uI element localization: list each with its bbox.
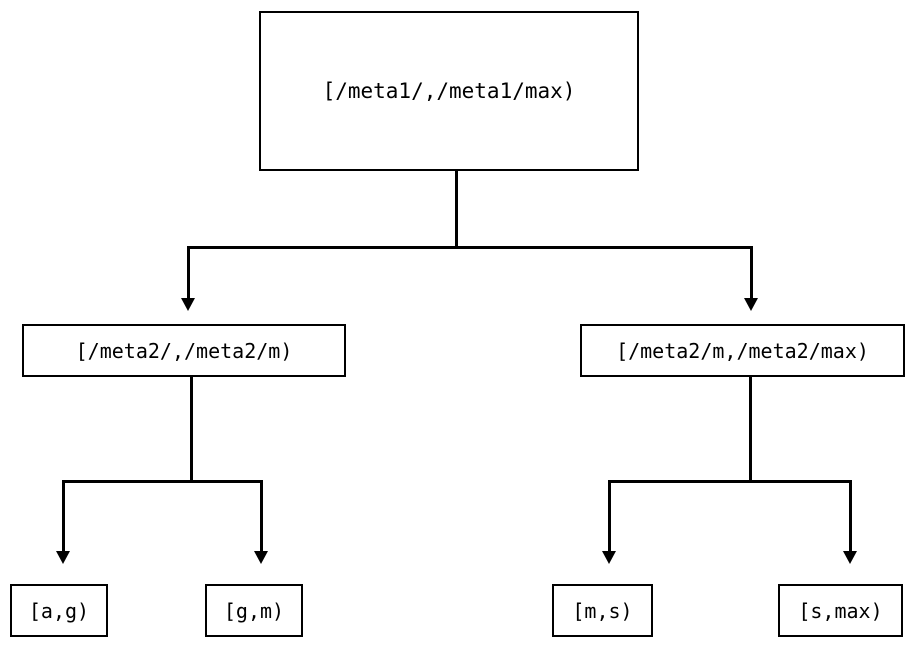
arrowhead-down-icon [181,298,195,311]
arrowhead-down-icon [744,298,758,311]
arrowhead-down-icon [602,551,616,564]
edge-mid-left-to-leaf-gm [260,480,263,552]
edge-mid-left-to-leaf-ag [62,480,65,552]
edge-root-stem [455,170,458,249]
arrowhead-down-icon [254,551,268,564]
node-mid-left[interactable]: [/meta2/,/meta2/m) [22,324,346,377]
node-mid-right[interactable]: [/meta2/m,/meta2/max) [580,324,905,377]
node-leaf-gm-label: [g,m) [223,598,285,623]
edge-mid-right-stem [749,377,752,482]
node-root[interactable]: [/meta1/,/meta1/max) [259,11,639,171]
node-mid-right-label: [/meta2/m,/meta2/max) [616,338,869,363]
arrowhead-down-icon [56,551,70,564]
node-root-label: [/meta1/,/meta1/max) [322,78,576,103]
edge-mid-right-to-leaf-ms [608,480,611,552]
edge-mid-left-stem [190,377,193,482]
node-leaf-gm[interactable]: [g,m) [205,584,303,637]
node-leaf-ag[interactable]: [a,g) [10,584,108,637]
edge-root-to-mid-left [187,246,190,299]
node-leaf-ag-label: [a,g) [28,598,90,623]
edge-mid-right-to-leaf-smax [849,480,852,552]
edge-root-branch-bar [187,246,753,249]
edge-root-to-mid-right [750,246,753,299]
arrowhead-down-icon [843,551,857,564]
edge-mid-left-branch-bar [62,480,263,483]
node-leaf-smax-label: [s,max) [798,598,883,623]
node-leaf-smax[interactable]: [s,max) [778,584,903,637]
edge-mid-right-branch-bar [608,480,852,483]
node-leaf-ms[interactable]: [m,s) [552,584,653,637]
node-leaf-ms-label: [m,s) [572,598,633,623]
node-mid-left-label: [/meta2/,/meta2/m) [75,338,293,363]
